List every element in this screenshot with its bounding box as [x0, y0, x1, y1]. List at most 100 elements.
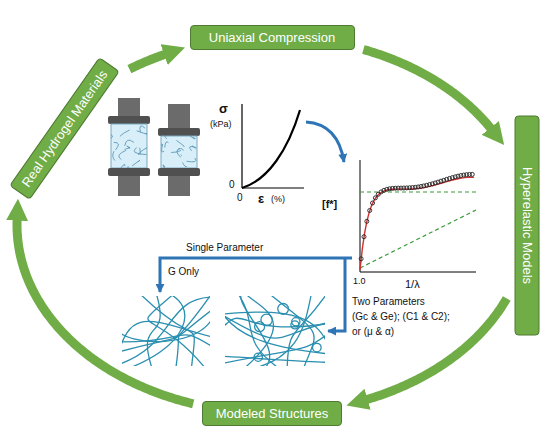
entanglement — [291, 321, 299, 329]
platen — [108, 116, 150, 124]
data-point — [368, 209, 372, 213]
data-point — [373, 196, 377, 200]
entanglement — [278, 304, 289, 315]
stage-label: Modeled Structures — [211, 406, 333, 421]
platen-shaft — [168, 104, 190, 128]
hydrogel-sample — [111, 124, 147, 168]
platen — [158, 168, 200, 176]
chart-label: ε — [258, 192, 264, 206]
polymer-strand — [192, 146, 196, 148]
polymer-chain — [236, 296, 282, 366]
polymer-strand — [113, 151, 115, 160]
polymer-chain — [241, 296, 273, 366]
entanglement — [261, 314, 272, 325]
chart-label: Two Parameters — [352, 296, 425, 307]
chart-label: 0 — [229, 179, 235, 190]
chart-label: 1/λ — [405, 278, 420, 290]
hydrogel-sample — [161, 136, 197, 168]
polymer-chain — [225, 332, 325, 364]
stage-label: Uniaxial Compression — [199, 30, 346, 45]
stage-label: Hyperelastic Models — [520, 124, 535, 326]
axis — [360, 160, 361, 272]
platen-shaft — [118, 176, 140, 196]
polymer-chain — [122, 296, 185, 366]
polymer-strand — [114, 142, 119, 149]
polymer-strand — [120, 130, 130, 136]
chart-label: (%) — [271, 195, 285, 205]
polymer-strand — [177, 149, 181, 158]
stage-box: Real Hydrogel Materials — [9, 57, 120, 200]
entanglement — [254, 353, 262, 361]
axis — [241, 104, 242, 188]
compression-device — [154, 104, 200, 196]
polymer-strand — [162, 144, 165, 152]
chart-label: σ — [219, 102, 228, 116]
cycle-arrow — [363, 49, 491, 129]
compression-device — [102, 98, 150, 196]
cycle-arrow — [17, 218, 193, 403]
chart-label: 1.0 — [353, 277, 366, 287]
polymer-chain — [147, 296, 160, 366]
chart-label: or (μ & α) — [352, 326, 394, 337]
polymer-chain — [175, 296, 210, 366]
polymer-strand — [171, 150, 181, 152]
stage-box: Uniaxial Compression — [190, 25, 355, 50]
polymer-strand — [138, 147, 147, 155]
stage-box: Modeled Structures — [202, 401, 342, 426]
branch-arrow — [328, 258, 345, 331]
polymer-chain — [266, 296, 314, 366]
data-point — [371, 201, 375, 205]
platen-shaft — [168, 176, 190, 196]
polymer-strand — [111, 134, 113, 138]
branch-arrow — [160, 258, 352, 292]
polymer-strand — [161, 136, 167, 139]
chart-label: [f*] — [322, 198, 337, 210]
polymer-chain — [122, 335, 210, 349]
polymer-strand — [127, 146, 130, 148]
entanglement — [313, 343, 322, 352]
polymer-strand — [180, 154, 182, 156]
platen — [158, 128, 200, 136]
polymer-strand — [186, 158, 195, 162]
chart-label: (kPa) — [210, 120, 232, 130]
stress-strain-chart — [242, 104, 304, 188]
polymer-strand — [127, 166, 129, 168]
polymer-chain — [122, 312, 210, 342]
platen-shaft — [118, 98, 140, 116]
polymer-strand — [137, 131, 147, 135]
entanglement — [255, 322, 265, 332]
polymer-chain — [225, 309, 325, 354]
polymer-strand — [165, 142, 169, 148]
polymer-strand — [190, 146, 193, 150]
data-point — [359, 257, 363, 261]
polymer-strand — [140, 126, 145, 132]
polymer-strand — [119, 150, 126, 159]
fit-line — [360, 210, 476, 268]
data-point — [365, 219, 369, 223]
flow-arrow — [306, 122, 344, 162]
stress-curve — [242, 110, 300, 188]
polymer-chain — [122, 297, 210, 365]
polymer-strand — [187, 136, 195, 139]
chart-label: Single Parameter — [186, 242, 263, 253]
polymer-chain — [225, 314, 325, 339]
polymer-chain — [225, 356, 325, 362]
cycle-arrow — [129, 54, 166, 69]
polymer-chain — [225, 312, 325, 350]
polymer-strand — [125, 140, 134, 146]
stage-label: Real Hydrogel Materials — [18, 67, 110, 189]
polymer-strand — [176, 140, 184, 146]
chart-label: (Gc & Ge); (C1 & C2); — [352, 311, 450, 322]
stage-box: Hyperelastic Models — [515, 115, 540, 335]
fit-chart — [359, 160, 476, 272]
polymer-strand — [183, 162, 187, 166]
data-point — [470, 172, 474, 176]
polymer-strand — [163, 165, 166, 168]
polymer-strand — [116, 164, 125, 168]
entangled-network — [225, 296, 325, 366]
chart-label: G Only — [168, 266, 199, 277]
data-point — [362, 235, 366, 239]
